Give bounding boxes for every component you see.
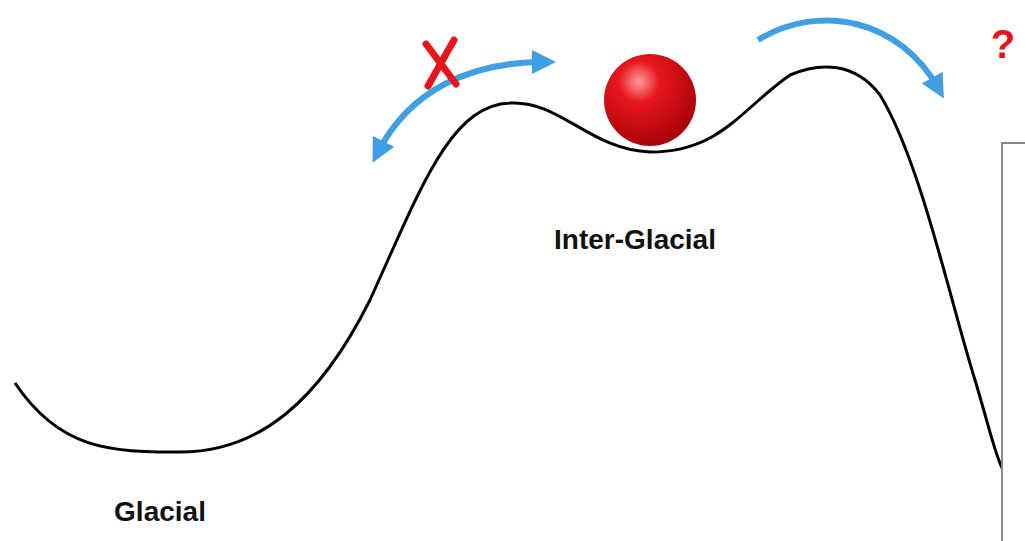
red-ball: [604, 54, 696, 146]
question-mark: ?: [991, 22, 1015, 66]
red-cross: [426, 40, 456, 86]
state-label: Inter-Glacial: [554, 225, 716, 256]
potential-curve: [15, 67, 1003, 470]
escape-arrow: [758, 20, 938, 88]
state-label: Glacial: [114, 497, 206, 528]
side-panel: [1002, 143, 1025, 541]
blocked-arrow: [378, 62, 544, 152]
